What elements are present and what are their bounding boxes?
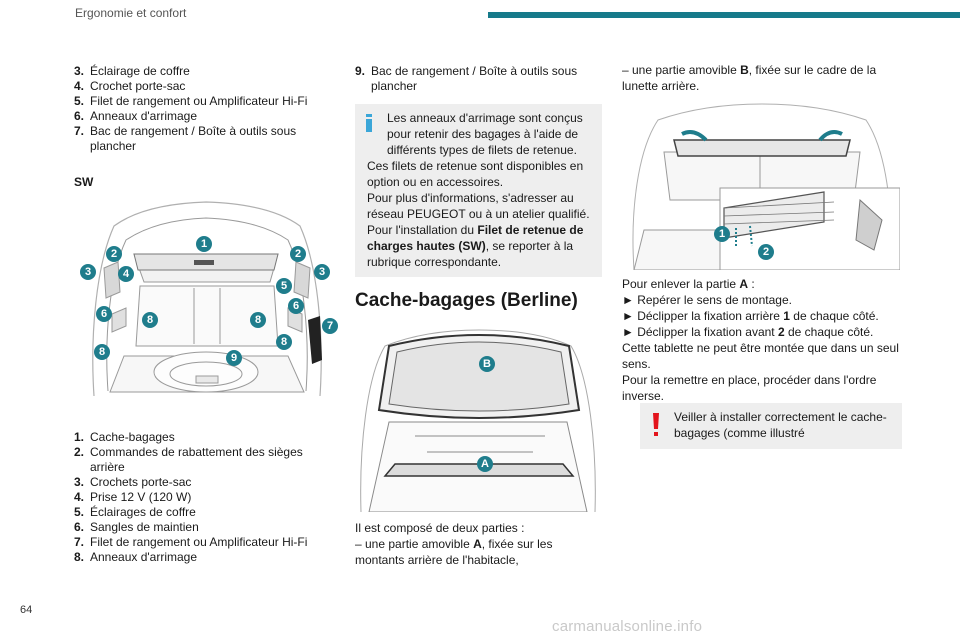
removal-figure: 1 2	[624, 100, 900, 270]
svg-text:8: 8	[255, 314, 261, 326]
list-item: 1.Cache-bagages	[74, 430, 175, 444]
svg-text:3: 3	[319, 266, 325, 278]
part-b-text: – une partie amovible B, fixée sur le ca…	[622, 63, 877, 93]
step-item: ► Déclipper la fixation avant 2 de chaqu…	[622, 325, 874, 339]
list-item: 6.Sangles de maintien	[74, 520, 199, 534]
list-item: 6.Anneaux d'arrimage	[74, 109, 198, 123]
list-item: 4.Crochet porte-sac	[74, 79, 186, 93]
column-middle: 9.Bac de rangement / Boîte à outils sous…	[355, 64, 605, 94]
header-accent-bar	[488, 12, 960, 18]
running-header: Ergonomie et confort	[75, 6, 187, 20]
note-one-way: Cette tablette ne peut être montée que d…	[622, 341, 899, 371]
watermark: carmanualsonline.info	[552, 618, 703, 635]
info-text-4: Pour l'installation du Filet de retenue …	[367, 223, 584, 269]
list-item: 8.Anneaux d'arrimage	[74, 550, 198, 564]
list-bottom: 1.Cache-bagages 2.Commandes de rabatteme…	[74, 430, 324, 565]
list-item: 3.Éclairage de coffre	[74, 64, 190, 78]
svg-text:7: 7	[327, 320, 333, 332]
info-icon	[366, 114, 372, 132]
svg-text:6: 6	[293, 300, 299, 312]
column-right-text: Pour enlever la partie A : ► Repérer le …	[622, 276, 912, 404]
svg-text:2: 2	[295, 248, 301, 260]
sw-label: SW	[74, 175, 94, 189]
svg-text:8: 8	[147, 314, 153, 326]
list-item: 3.Crochets porte-sac	[74, 475, 192, 489]
berline-callouts: B A	[477, 356, 495, 472]
svg-text:8: 8	[281, 336, 287, 348]
svg-text:B: B	[483, 358, 491, 370]
sw-trunk-figure: 1 2 2 3 3 4 5 6 6 7 8 8 8 8 9	[74, 196, 338, 404]
sw-callouts: 1 2 2 3 3 4 5 6 6 7 8 8 8 8 9	[80, 236, 338, 366]
svg-text:3: 3	[85, 266, 91, 278]
list-item: 2.Commandes de rabattement des sièges ar…	[74, 445, 303, 474]
list-item: 5.Filet de rangement ou Amplificateur Hi…	[74, 94, 308, 108]
info-text-3: Pour plus d'informations, s'adresser au …	[367, 191, 590, 221]
info-text-1: Les anneaux d'arrimage sont conçus pour …	[387, 111, 583, 157]
svg-text:1: 1	[719, 228, 725, 240]
note-reinstall: Pour la remettre en place, procéder dans…	[622, 373, 877, 403]
column-middle-text: Il est composé de deux parties : – une p…	[355, 520, 605, 568]
svg-text:A: A	[481, 458, 489, 470]
list-item: 7.Bac de rangement / Boîte à outils sous…	[74, 124, 297, 153]
svg-text:6: 6	[101, 308, 107, 320]
column-left: 3.Éclairage de coffre 4.Crochet porte-sa…	[74, 64, 324, 154]
section-title: Cache-bagages (Berline)	[355, 290, 578, 311]
info-box: Les anneaux d'arrimage sont conçus pour …	[355, 104, 602, 277]
intro-text: Il est composé de deux parties :	[355, 521, 525, 535]
list-top: 3.Éclairage de coffre 4.Crochet porte-sa…	[74, 64, 324, 154]
list-item9: 9.Bac de rangement / Boîte à outils sous…	[355, 64, 605, 94]
svg-text:1: 1	[201, 238, 207, 250]
list-item: 5.Éclairages de coffre	[74, 505, 196, 519]
step-item: ► Déclipper la fixation arrière 1 de cha…	[622, 309, 879, 323]
column-right: – une partie amovible B, fixée sur le ca…	[622, 62, 912, 94]
part-a-text: – une partie amovible A, fixée sur les m…	[355, 537, 553, 567]
svg-text:4: 4	[123, 268, 130, 280]
info-text-2: Ces filets de retenue sont disponibles e…	[367, 159, 584, 189]
page-number: 64	[20, 604, 33, 616]
remove-title: Pour enlever la partie A :	[622, 277, 755, 291]
svg-text:2: 2	[111, 248, 117, 260]
warning-icon	[653, 413, 659, 436]
berline-trunk-figure: B A	[355, 326, 601, 512]
warning-text: Veiller à installer correctement le cach…	[674, 410, 887, 440]
step-item: ► Repérer le sens de montage.	[622, 293, 792, 307]
list-item: 4.Prise 12 V (120 W)	[74, 490, 192, 504]
column-left-bottom: 1.Cache-bagages 2.Commandes de rabatteme…	[74, 430, 324, 565]
removal-callouts: 1 2	[714, 226, 774, 260]
svg-text:2: 2	[763, 246, 769, 258]
list-item: 9.Bac de rangement / Boîte à outils sous…	[355, 64, 578, 93]
list-item: 7.Filet de rangement ou Amplificateur Hi…	[74, 535, 308, 549]
svg-text:5: 5	[281, 280, 287, 292]
warning-box: Veiller à installer correctement le cach…	[640, 403, 902, 449]
svg-text:8: 8	[99, 346, 105, 358]
svg-text:9: 9	[231, 352, 237, 364]
